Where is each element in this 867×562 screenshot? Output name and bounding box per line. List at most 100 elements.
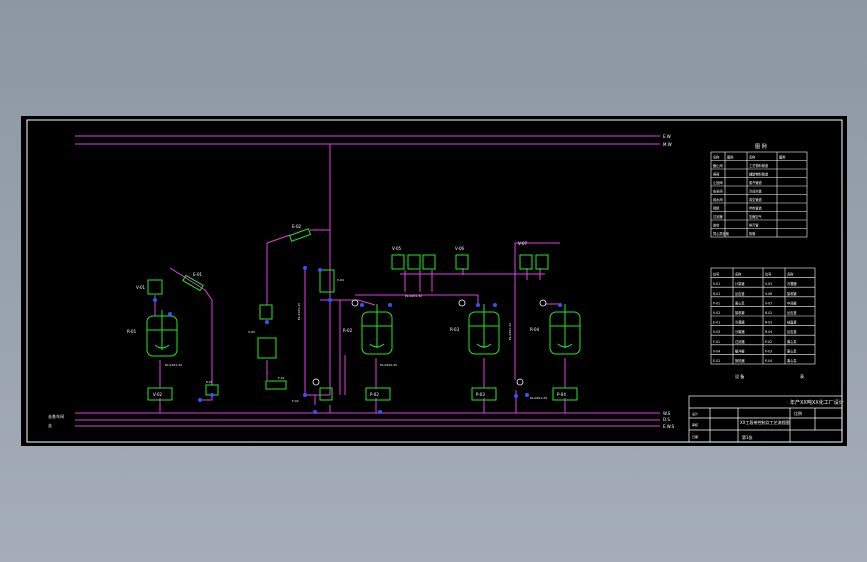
valve-symbols (153, 266, 562, 414)
legend-cell: 软管 (749, 231, 755, 236)
equipment-table-cell: P-01 (713, 301, 720, 305)
equipment-table-cell: R-04 (765, 330, 772, 334)
title-block-cell-1: 设计 (692, 411, 698, 416)
receiver-v02-label: V-02 (153, 392, 162, 397)
equipment-table-cell: 冷凝器 (735, 320, 745, 325)
meas-tank-v01-label: V-01 (136, 285, 145, 290)
equipment-table-cell: 缓冲罐 (735, 348, 745, 353)
equipment-table-cell: E-02 (713, 359, 720, 363)
pump-p02-label: P-02 (370, 392, 379, 397)
condenser-e02[interactable] (288, 228, 312, 242)
reactor-r01-label: R-01 (127, 329, 137, 334)
pump-p02[interactable] (365, 387, 391, 401)
process-piping (154, 144, 566, 413)
equipment-table-cell: 名称 (787, 272, 794, 277)
title-block-sheet: 第1张 (742, 434, 753, 440)
header-line-label-1: E.W (663, 134, 671, 139)
legend-cell: 名称 (713, 155, 720, 160)
reactor-r03[interactable] (468, 304, 500, 355)
reactor-r03-label: R-03 (450, 327, 460, 332)
pipe-label-p5: PL-0301-32 (508, 323, 512, 340)
equipment-table-cell: 结晶釜 (787, 320, 797, 325)
equipment-table-cell: 离心泵 (787, 339, 797, 344)
equipment-table-cell: P-02 (765, 340, 772, 344)
condenser-e01-label: E-01 (193, 272, 203, 277)
title-block-main: 年产XX吨XX化工厂设计 (790, 399, 844, 406)
pump-p01-label: P-01 (206, 380, 213, 384)
equipment-table-cell: P-04 (765, 359, 772, 363)
equipment-table-cell: 反应釜 (735, 291, 745, 296)
buffer-v04[interactable] (319, 269, 335, 401)
reactor-r02-label: R-02 (343, 328, 353, 333)
separator-v03-label: V-03 (248, 330, 255, 334)
legend-cell: 闸阀 (713, 172, 719, 177)
legend-cell: 疏水阀 (713, 197, 723, 202)
title-block-cell-3: 日期 (692, 434, 698, 439)
equipment-table-cell: R-02 (765, 311, 772, 315)
equipment-table-cell: 离心泵 (735, 300, 745, 305)
equipment-table-cell: 位号 (765, 272, 771, 277)
equipment-table-cell: E-01 (713, 321, 720, 325)
bottom-left-label-2: 去 (48, 422, 52, 428)
filter-f01-label: F-01 (278, 376, 285, 380)
pump-p03[interactable] (471, 387, 497, 401)
pump-p04-label: P-04 (557, 392, 566, 397)
reactor-r02[interactable] (361, 304, 393, 355)
equipment-table-cell: 位号 (713, 272, 719, 277)
equipment-table-cell: V-04 (713, 349, 720, 353)
reactor-r04-label: R-04 (530, 327, 540, 332)
pipe-label-p4: PL-0202-25 (380, 363, 397, 367)
legend-cell: 截止阀 (713, 163, 723, 168)
legend-cell: 冷却水管 (749, 189, 762, 194)
legend-cell: 视镜 (713, 206, 720, 211)
equipment-table-cell: F-01 (713, 340, 720, 344)
tanks-v05-v07[interactable] (391, 254, 549, 270)
filter-f01[interactable] (265, 380, 287, 390)
legend-cell: 图例 (779, 155, 785, 160)
equipment-table-cell: 中间罐 (787, 300, 797, 305)
equipment-table-cell: V-05 (765, 282, 772, 286)
reactor-r04[interactable] (549, 304, 581, 355)
equipment-table-cell: 名称 (735, 272, 742, 277)
equipment-table-footer-left: 设 备 (735, 373, 744, 379)
title-block-drawing: XX工段带控制点工艺流程图 (740, 419, 789, 425)
equipment-table-cell: 反应釜 (787, 329, 797, 334)
pipe-label-p2: PL-0102-25 (297, 303, 301, 320)
condenser-e01[interactable] (182, 274, 204, 292)
equipment-table-cell: V-07 (765, 301, 772, 305)
bottom-right-label-3: E.W.S (663, 424, 675, 429)
pipe-label-p6: PL-0401-25 (530, 396, 547, 400)
equipment-table-cell: V-03 (713, 330, 720, 334)
title-block (688, 395, 843, 443)
equipment-table-cell: R-03 (765, 321, 772, 325)
tanks-label-2: V-06 (455, 246, 464, 251)
drawing-sheet (21, 116, 847, 446)
legend-cell: 名称 (749, 155, 756, 160)
condenser-e02-label: E-02 (292, 224, 302, 229)
equipment-table-cell: 过滤器 (735, 339, 745, 344)
header-utility-lines (75, 135, 660, 145)
legend-cell: 辅助物料管道 (749, 172, 769, 177)
buffer-v04-label: V-04 (337, 278, 344, 282)
equipment-table-cell: 接收罐 (735, 310, 745, 315)
legend-cell: 排污管 (749, 223, 759, 228)
equipment-table-cell: 冷凝器 (787, 281, 797, 286)
equipment-table-cell: V-02 (713, 311, 720, 315)
pipe-label-p1: PL-0101-32 (165, 363, 182, 367)
tanks-label-3: V-07 (518, 241, 527, 246)
equipment-table-cell: 离心泵 (787, 348, 797, 353)
receiver-v02[interactable] (147, 387, 173, 401)
reactor-r01[interactable] (146, 310, 178, 357)
equipment-table-cell: 反应釜 (787, 310, 797, 315)
separator-v03[interactable] (257, 304, 277, 359)
legend-cell: 伴热管道 (749, 206, 763, 211)
bottom-right-label-2: D.S (663, 417, 670, 422)
bottom-left-label-1: 去各车间 (48, 413, 64, 419)
tanks-label-1: V-05 (392, 246, 401, 251)
bottom-utility-lines (75, 412, 660, 427)
legend-cell: 止回阀 (713, 180, 723, 185)
pump-p04[interactable] (552, 387, 578, 401)
filter-f02-label: F-02 (292, 399, 299, 403)
meas-tank-v01[interactable] (147, 279, 163, 295)
